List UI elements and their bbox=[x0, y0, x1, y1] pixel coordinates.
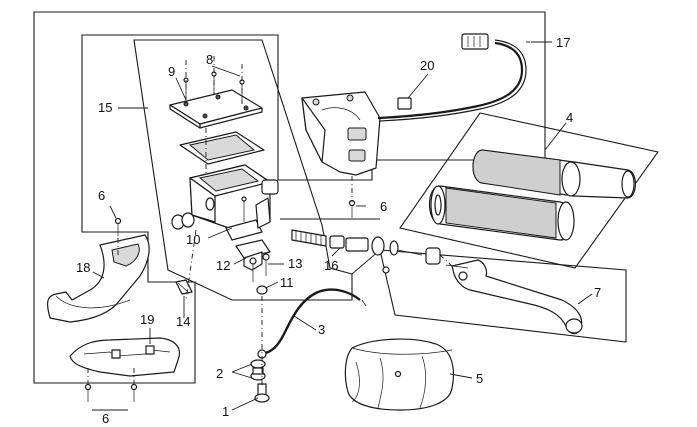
callout-2: 2 bbox=[216, 366, 223, 381]
callout-9: 9 bbox=[168, 64, 175, 79]
master-cylinder-body bbox=[189, 164, 279, 241]
callout-4: 4 bbox=[566, 110, 573, 125]
lever-frame bbox=[379, 249, 627, 343]
piston-kit-16 bbox=[291, 229, 441, 274]
bleed-valve-14 bbox=[175, 279, 193, 295]
callout-5: 5 bbox=[476, 371, 483, 386]
callout-3: 3 bbox=[318, 322, 325, 337]
banjo-bolt-1 bbox=[254, 383, 270, 403]
callout-1: 1 bbox=[222, 404, 229, 419]
callout-18: 18 bbox=[76, 260, 90, 275]
grip-upper bbox=[472, 149, 637, 199]
screws-6 bbox=[84, 199, 356, 402]
callout-10: 10 bbox=[186, 232, 200, 247]
washers-2 bbox=[250, 359, 266, 381]
callout-15: 15 bbox=[98, 100, 112, 115]
callout-8: 8 bbox=[206, 52, 213, 67]
callout-6-bottom: 6 bbox=[102, 411, 109, 426]
grips-frame bbox=[399, 112, 659, 269]
bolts-13 bbox=[249, 253, 270, 282]
callout-20: 20 bbox=[420, 58, 434, 73]
grip-lower bbox=[429, 185, 575, 241]
lower-cover-19 bbox=[69, 337, 181, 377]
callout-14: 14 bbox=[176, 314, 190, 329]
callout-11: 11 bbox=[280, 275, 294, 290]
brake-lever-7 bbox=[445, 259, 583, 335]
reservoir-cover-9 bbox=[169, 89, 263, 129]
caps-and-pin bbox=[171, 196, 247, 230]
switch-housing-20 bbox=[301, 91, 412, 176]
callout-12: 12 bbox=[216, 258, 230, 273]
callout-16: 16 bbox=[324, 258, 338, 273]
nut-11 bbox=[256, 285, 268, 295]
callout-6-right: 6 bbox=[380, 199, 387, 214]
cloth-bag-5 bbox=[344, 338, 455, 411]
callout-7: 7 bbox=[594, 285, 601, 300]
callout-17: 17 bbox=[556, 35, 570, 50]
gasket bbox=[179, 131, 265, 165]
callout-6-top: 6 bbox=[98, 188, 105, 203]
callout-labels: 1 2 3 4 5 6 6 6 7 8 9 10 11 12 13 14 15 … bbox=[76, 35, 601, 426]
callout-13: 13 bbox=[288, 256, 302, 271]
lever-guard-18 bbox=[46, 234, 150, 323]
wiring-harness-17 bbox=[377, 33, 527, 122]
axis-lever-pivot bbox=[439, 254, 453, 267]
callout-19: 19 bbox=[140, 312, 154, 327]
leader-lines bbox=[92, 41, 593, 411]
brake-hose-3 bbox=[257, 288, 367, 359]
